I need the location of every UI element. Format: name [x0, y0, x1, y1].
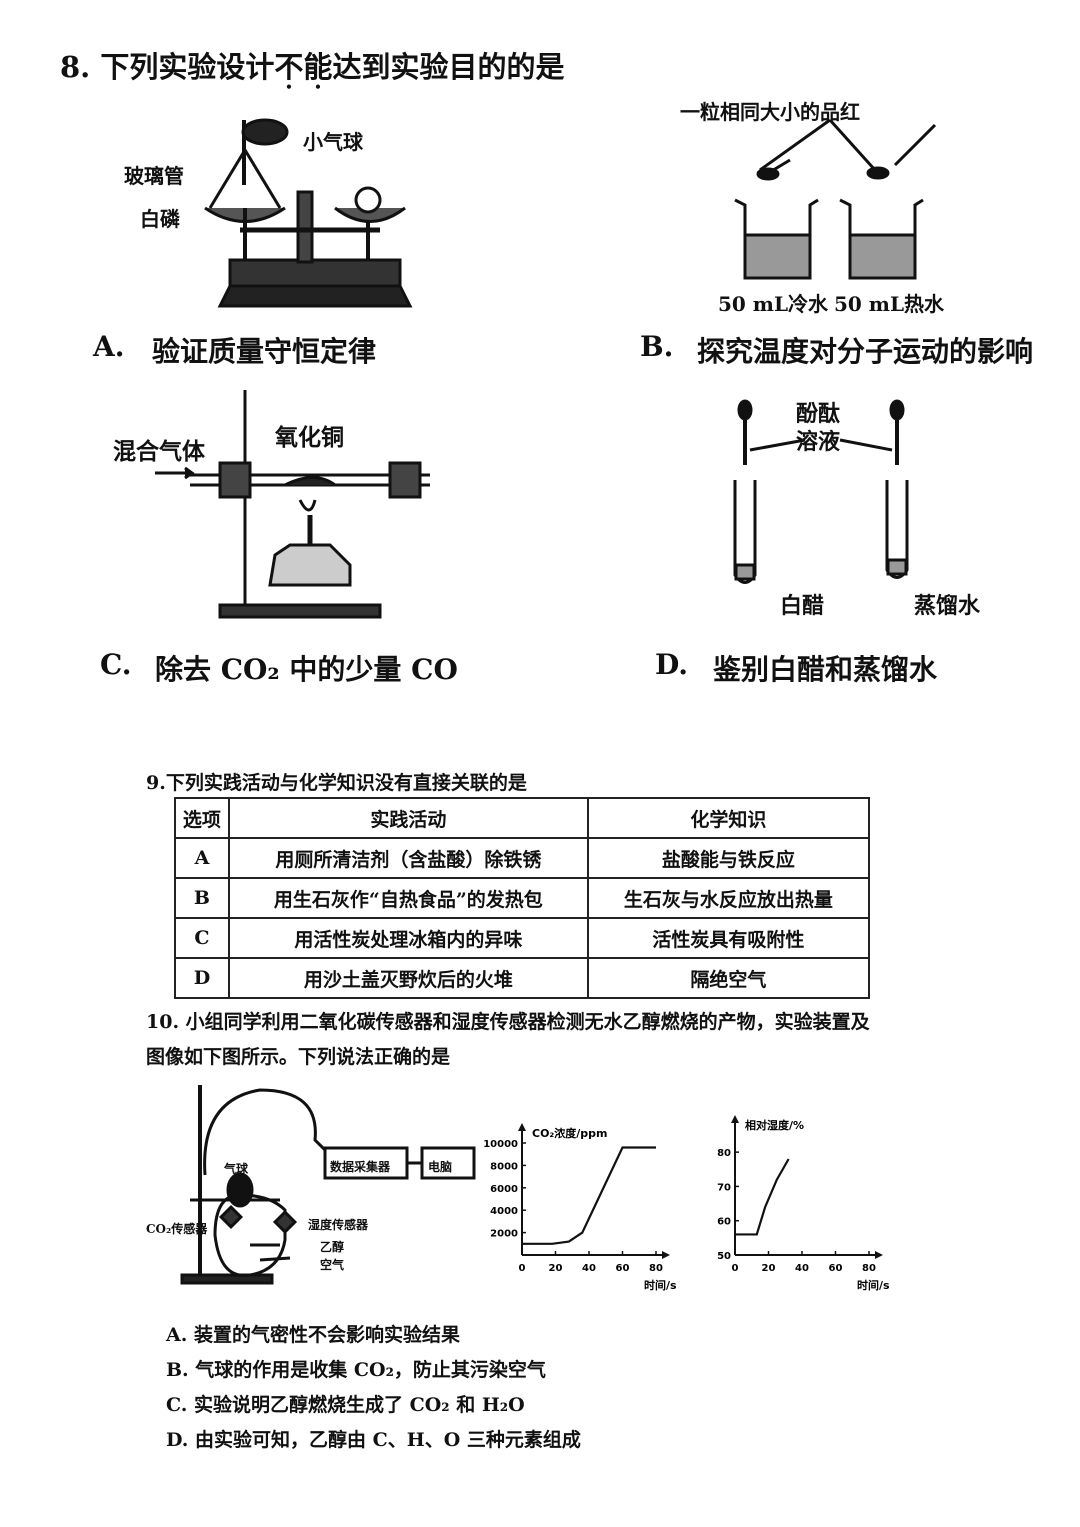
cell-option: D: [174, 957, 230, 999]
emphasis-char: 能: [303, 50, 332, 84]
label-vinegar: 白醋: [780, 593, 825, 619]
y-tick-label: 10000: [483, 1139, 518, 1150]
series-line: [735, 1158, 790, 1236]
label-humidity-sensor: 湿度传感器: [308, 1218, 369, 1232]
cell-activity: 用活性炭处理冰箱内的异味: [227, 917, 589, 959]
x-tick-label: 20: [762, 1263, 776, 1274]
x-axis-arrow: [662, 1251, 670, 1259]
cell-knowledge: 盐酸能与铁反应: [586, 837, 871, 879]
x-axis-label: 时间/s: [857, 1278, 890, 1292]
y-tick-label: 70: [717, 1182, 731, 1193]
balance-figure: [204, 118, 413, 308]
table-row: D 用沙土盖灭野炊后的火堆 隔绝空气: [174, 957, 871, 999]
option-d-letter: D.: [655, 648, 689, 681]
table-row: A 用厕所清洁剂（含盐酸）除铁锈 盐酸能与铁反应: [174, 837, 871, 879]
y-axis-arrow: [518, 1123, 526, 1131]
label-mixed-gas: 混合气体: [113, 438, 205, 465]
q10-stem: 10. 小组同学利用二氧化碳传感器和湿度传感器检测无水乙醇燃烧的产物，实验装置及…: [146, 1005, 946, 1075]
y-axis-label: 相对湿度/%: [745, 1118, 804, 1132]
x-axis-label: 时间/s: [644, 1278, 677, 1292]
cuo-apparatus-figure: [155, 390, 430, 619]
x-tick-label: 60: [829, 1263, 843, 1274]
label-computer: 电脑: [428, 1160, 453, 1174]
q10-option-a: A. 装置的气密性不会影响实验结果: [166, 1324, 460, 1346]
label-balloon: 小气球: [303, 130, 363, 154]
label-air: 空气: [320, 1258, 345, 1272]
x-tick-label: 0: [519, 1263, 526, 1274]
label-co2-sensor: CO₂传感器: [146, 1222, 208, 1236]
y-axis-arrow: [731, 1115, 739, 1123]
stem-part: 下列实验设计: [100, 50, 275, 84]
option-d-text: 鉴别白醋和蒸馏水: [713, 653, 938, 686]
y-tick-label: 50: [717, 1251, 731, 1262]
label-distilled-water: 蒸馏水: [914, 593, 981, 619]
table-row: C 用活性炭处理冰箱内的异味 活性炭具有吸附性: [174, 917, 871, 959]
q8-stem: 8. 下列实验设计不能达到实验目的的是: [60, 44, 564, 86]
option-c-text: 除去 CO₂ 中的少量 CO: [155, 653, 458, 686]
q10-option-b: B. 气球的作用是收集 CO₂，防止其污染空气: [166, 1359, 546, 1381]
label-phenolphthalein: 酚酞: [796, 401, 841, 427]
q10-option-d: D. 由实验可知，乙醇由 C、H、O 三种元素组成: [166, 1429, 581, 1451]
y-axis-label: CO₂浓度/ppm: [532, 1126, 607, 1140]
humidity-chart: 0 20 40 60 80 50 60 70 80 相对湿度/% 时间/s: [717, 1115, 890, 1292]
test-tubes-figure: [733, 399, 909, 584]
x-tick-label: 60: [616, 1263, 630, 1274]
question-number: 8.: [60, 50, 91, 84]
header-option: 选项: [174, 797, 230, 839]
option-a-text: 验证质量守恒定律: [152, 335, 377, 368]
cell-knowledge: 活性炭具有吸附性: [586, 917, 871, 959]
cell-knowledge: 隔绝空气: [586, 957, 871, 999]
label-balloon-10: 气球: [224, 1162, 249, 1176]
q10-option-c: C. 实验说明乙醇燃烧生成了 CO₂ 和 H₂O: [166, 1394, 525, 1416]
x-tick-label: 80: [649, 1263, 663, 1274]
q10-stem-line1: 10. 小组同学利用二氧化碳传感器和湿度传感器检测无水乙醇燃烧的产物，实验装置及: [146, 1011, 870, 1033]
cell-option: C: [174, 917, 230, 959]
x-tick-label: 0: [732, 1263, 739, 1274]
y-tick-label: 4000: [490, 1206, 518, 1217]
cell-knowledge: 生石灰与水反应放出热量: [586, 877, 871, 919]
x-tick-label: 20: [549, 1263, 563, 1274]
label-hot-water: 50 mL热水: [834, 292, 945, 316]
label-cuo: 氧化铜: [275, 424, 344, 451]
y-tick-label: 8000: [490, 1161, 518, 1172]
y-tick-label: 80: [717, 1148, 731, 1159]
option-a-letter: A.: [93, 330, 125, 363]
x-tick-label: 80: [862, 1263, 876, 1274]
stem-part: 达到实验目的的是: [332, 50, 565, 84]
label-solution: 溶液: [796, 429, 841, 455]
emphasis-char: 不: [274, 50, 303, 84]
label-data-collector: 数据采集器: [330, 1160, 391, 1174]
table-row: B 用生石灰作“自热食品”的发热包 生石灰与水反应放出热量: [174, 877, 871, 919]
q9-table: 选项 实践活动 化学知识 A 用厕所清洁剂（含盐酸）除铁锈 盐酸能与铁反应 B …: [174, 797, 871, 999]
header-knowledge: 化学知识: [586, 797, 871, 839]
cell-activity: 用厕所清洁剂（含盐酸）除铁锈: [227, 837, 589, 879]
cell-option: A: [174, 837, 230, 879]
y-tick-label: 60: [717, 1217, 731, 1228]
label-pinmon: 一粒相同大小的品红: [680, 100, 860, 124]
option-b-letter: B.: [640, 330, 674, 363]
label-glass-tube: 玻璃管: [124, 164, 184, 188]
cell-activity: 用沙土盖灭野炊后的火堆: [227, 957, 589, 999]
ethanol-apparatus-figure: [180, 1085, 476, 1285]
label-cold-water: 50 mL冷水: [718, 292, 829, 316]
header-activity: 实践活动: [227, 797, 589, 839]
y-tick-label: 2000: [490, 1229, 518, 1240]
co2-chart: 0 20 40 60 80 2000 4000 6000 8000 10000 CO₂浓度/ppm 时…: [483, 1123, 677, 1292]
option-c-letter: C.: [100, 648, 132, 681]
y-tick-label: 6000: [490, 1184, 518, 1195]
label-white-phosphorus: 白磷: [140, 207, 180, 231]
option-b-text: 探究温度对分子运动的影响: [697, 335, 1034, 368]
series-line: [522, 1146, 656, 1245]
q10-stem-line2: 图像如下图所示。下列说法正确的是: [146, 1046, 451, 1068]
x-tick-label: 40: [795, 1263, 809, 1274]
x-axis-arrow: [875, 1251, 883, 1259]
x-tick-label: 40: [582, 1263, 596, 1274]
beakers-figure: [734, 118, 937, 280]
cell-option: B: [174, 877, 230, 919]
q9-stem: 9.下列实践活动与化学知识没有直接关联的是: [146, 772, 527, 794]
cell-activity: 用生石灰作“自热食品”的发热包: [227, 877, 589, 919]
label-ethanol: 乙醇: [320, 1240, 345, 1254]
table-header-row: 选项 实践活动 化学知识: [174, 797, 871, 839]
